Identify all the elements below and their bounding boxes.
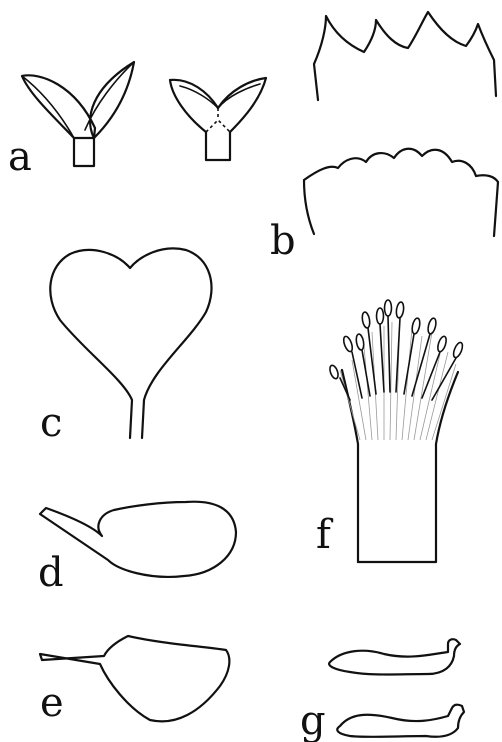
label-b: b — [270, 218, 296, 264]
figure-c-petal — [50, 248, 211, 438]
label-a: a — [8, 134, 32, 180]
figure-g-pistil-bottom — [337, 705, 464, 737]
figure-d-petal — [40, 502, 236, 577]
label-c: c — [40, 400, 62, 446]
label-f: f — [316, 512, 334, 558]
label-g: g — [300, 698, 326, 742]
label-d: d — [38, 550, 64, 596]
figure-a-calyx-left — [22, 62, 134, 166]
label-e: e — [40, 680, 64, 726]
figure-f-staminal-column — [328, 300, 464, 562]
figure-g-pistil-top — [329, 639, 460, 674]
figure-b-corolla-margin-top — [314, 12, 496, 100]
figure-a-calyx-right — [170, 78, 266, 160]
figure-b-corolla-margin-bottom — [304, 149, 498, 236]
figure-e-petal — [40, 636, 229, 721]
